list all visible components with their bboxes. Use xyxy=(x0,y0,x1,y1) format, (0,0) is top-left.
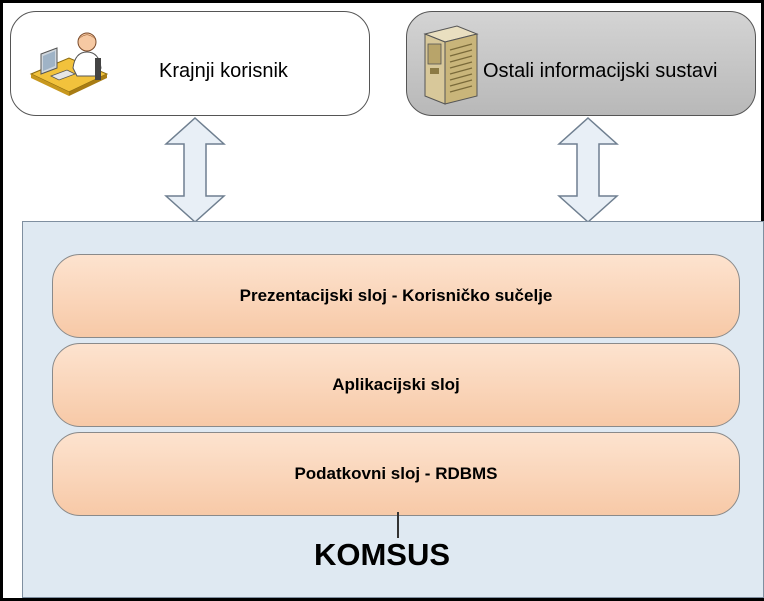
frame-top-border xyxy=(0,0,764,3)
system-name-label: KOMSUS xyxy=(313,537,451,572)
layer-data-label: Podatkovni sloj - RDBMS xyxy=(294,464,498,483)
layer-application: Aplikacijski sloj xyxy=(52,343,740,427)
system-label-connector xyxy=(397,512,399,538)
layer-application-label: Aplikacijski sloj xyxy=(332,375,460,394)
layer-presentation-label: Prezentacijski sloj - Korisničko sučelje xyxy=(239,286,553,305)
server-icon xyxy=(423,25,479,105)
end-user-label: Krajnji korisnik xyxy=(159,60,288,82)
systems-integration-bidirectional-arrow xyxy=(557,116,619,224)
layer-data: Podatkovni sloj - RDBMS xyxy=(52,432,740,516)
layer-presentation: Prezentacijski sloj - Korisničko sučelje xyxy=(52,254,740,338)
frame-bottom-border xyxy=(0,598,764,601)
actor-other-systems: Ostali informacijski sustavi xyxy=(406,11,756,116)
user-at-computer-icon xyxy=(29,32,109,96)
actor-end-user: Krajnji korisnik xyxy=(10,11,370,116)
user-system-bidirectional-arrow xyxy=(164,116,226,224)
other-systems-label: Ostali informacijski sustavi xyxy=(483,60,718,82)
frame-left-border xyxy=(0,0,3,601)
